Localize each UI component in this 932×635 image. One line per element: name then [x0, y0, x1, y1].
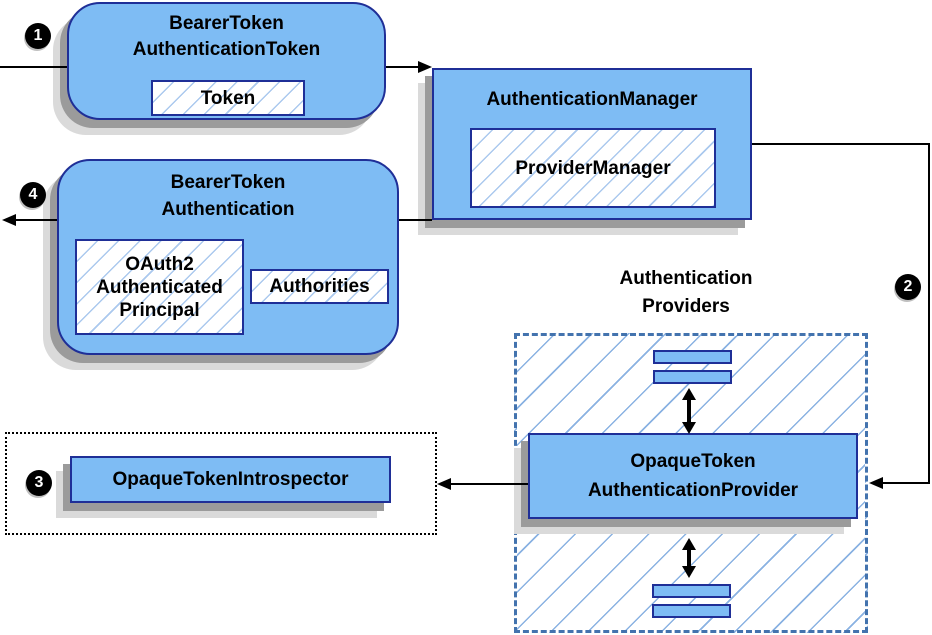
title-line: AuthenticationProvider: [587, 480, 799, 501]
step-3-number: 3: [34, 474, 44, 491]
provider-manager-label: ProviderManager: [515, 157, 671, 179]
step-1-number: 1: [33, 27, 43, 44]
double-arrow-bottom-up-head: [682, 538, 696, 550]
authentication-providers-label: Authentication Providers: [576, 265, 796, 321]
provider-stack-bar: [652, 604, 731, 618]
title-line: Authentication: [161, 199, 295, 220]
double-arrow-top-shaft: [687, 398, 691, 424]
bearer-token-authentication-node: BearerToken Authentication OAuth2 Authen…: [57, 159, 399, 355]
opaque-token-introspector-node: OpaqueTokenIntrospector: [70, 456, 391, 503]
arrow-to-introspector-line: [451, 483, 528, 485]
arrowhead-step2-into-provider: [869, 477, 883, 489]
authentication-providers-label-line2: Providers: [642, 296, 730, 317]
step-3-badge: 3: [26, 470, 52, 496]
token-box: Token: [151, 80, 305, 116]
oauth2-authenticated-principal-box: OAuth2 Authenticated Principal: [75, 239, 244, 335]
double-arrow-bottom-down-head: [682, 566, 696, 578]
arrowhead-to-introspector: [437, 478, 451, 490]
opaque-token-authentication-provider-title: OpaqueToken AuthenticationProvider: [530, 435, 856, 505]
bearer-token-authentication-title: BearerToken Authentication: [59, 161, 397, 223]
title-line: BearerToken: [170, 172, 286, 193]
step-2-badge: 2: [895, 274, 921, 300]
arrow-step4-out-line: [15, 219, 57, 221]
token-label: Token: [200, 87, 256, 109]
arrow-step2-top-line: [752, 143, 930, 145]
double-arrow-bottom-shaft: [687, 548, 691, 568]
principal-line: Authenticated: [96, 276, 223, 298]
title-line: OpaqueToken: [630, 451, 756, 472]
arrow-request-in-line: [0, 66, 67, 68]
connector-manager-to-authentication-line: [399, 219, 432, 221]
opaque-token-introspector-title: OpaqueTokenIntrospector: [112, 468, 349, 490]
authentication-manager-title: AuthenticationManager: [434, 70, 750, 111]
step-4-number: 4: [28, 186, 38, 203]
double-arrow-top-up-head: [682, 388, 696, 400]
double-arrow-top-down-head: [682, 422, 696, 434]
step-4-badge: 4: [20, 182, 46, 208]
arrow-step2-bottom-line: [883, 482, 929, 484]
arrowhead-step4-out: [2, 214, 16, 226]
bearer-token-authentication-token-node: BearerToken AuthenticationToken Token: [67, 2, 386, 120]
authorities-box: Authorities: [250, 269, 389, 304]
provider-stack-bar: [652, 584, 731, 598]
arrow-to-authentication-manager-line: [386, 66, 418, 68]
provider-manager-box: ProviderManager: [470, 128, 716, 208]
step-2-number: 2: [903, 278, 913, 295]
provider-stack-bar: [653, 370, 732, 384]
step-1-badge: 1: [25, 23, 51, 49]
provider-stack-bar: [653, 350, 732, 364]
title-line: AuthenticationManager: [486, 89, 698, 110]
authentication-providers-label-line1: Authentication: [619, 268, 753, 289]
principal-line: Principal: [119, 299, 200, 321]
opaque-token-authentication-provider-node: OpaqueToken AuthenticationProvider: [528, 433, 858, 519]
arrow-step2-vertical-line: [928, 143, 930, 484]
authorities-label: Authorities: [269, 276, 370, 297]
title-line: BearerToken: [169, 13, 284, 34]
title-line: AuthenticationToken: [132, 39, 321, 60]
authentication-manager-node: AuthenticationManager ProviderManager: [432, 68, 752, 220]
principal-line: OAuth2: [125, 253, 194, 275]
bearer-token-authentication-token-title: BearerToken AuthenticationToken: [69, 4, 384, 63]
arrowhead-to-authentication-manager: [418, 61, 432, 73]
